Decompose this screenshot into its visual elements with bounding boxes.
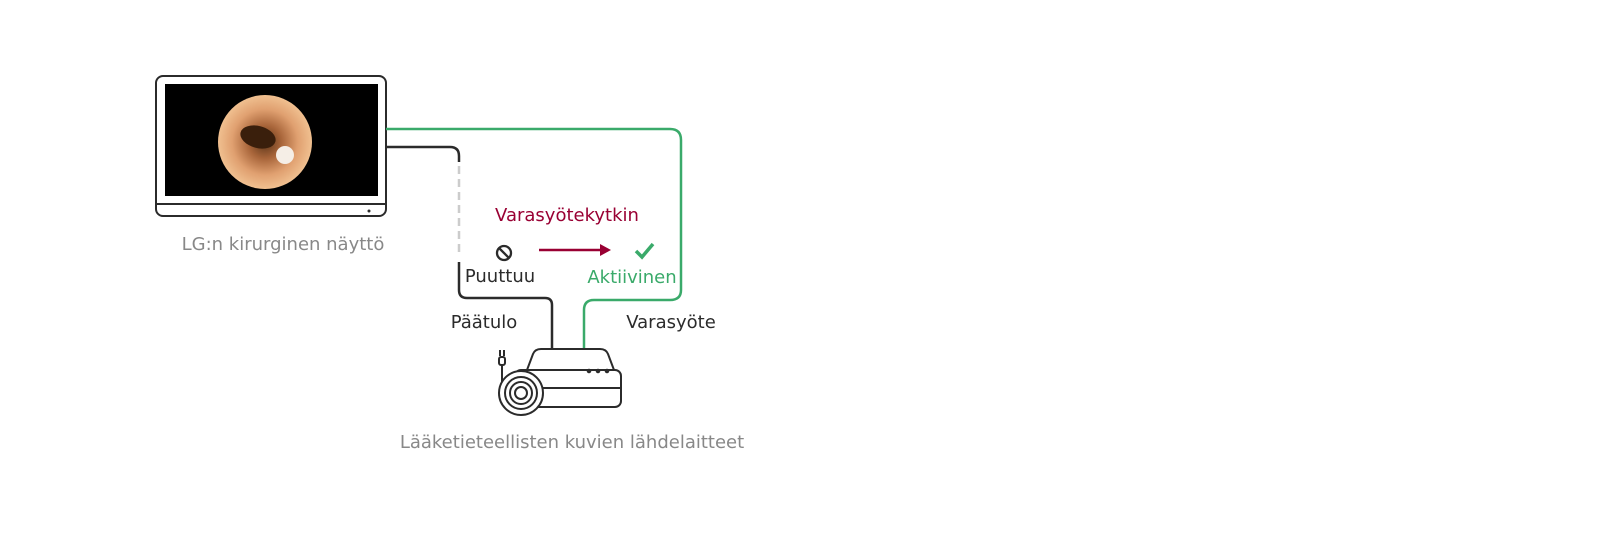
surgical-monitor [155,75,387,217]
monitor-label: LG:n kirurginen näyttö [182,234,385,255]
backup-input-label: Varasyöte [626,312,716,333]
endoscopic-image [218,95,312,189]
source-label: Lääketieteellisten kuvien lähdelaitteet [400,432,744,453]
main-input-label: Päätulo [451,312,518,333]
medical-image-source-device [498,348,622,416]
switch-title: Varasyötekytkin [495,205,639,226]
backup-input-line [386,127,683,350]
prohibited-icon [495,244,513,262]
arrow-right-icon [539,244,611,256]
power-led-icon [367,209,371,213]
missing-label: Puuttuu [465,266,535,287]
checkmark-icon [634,242,655,260]
active-label: Aktiivinen [587,267,676,288]
main-input-line [386,145,554,350]
